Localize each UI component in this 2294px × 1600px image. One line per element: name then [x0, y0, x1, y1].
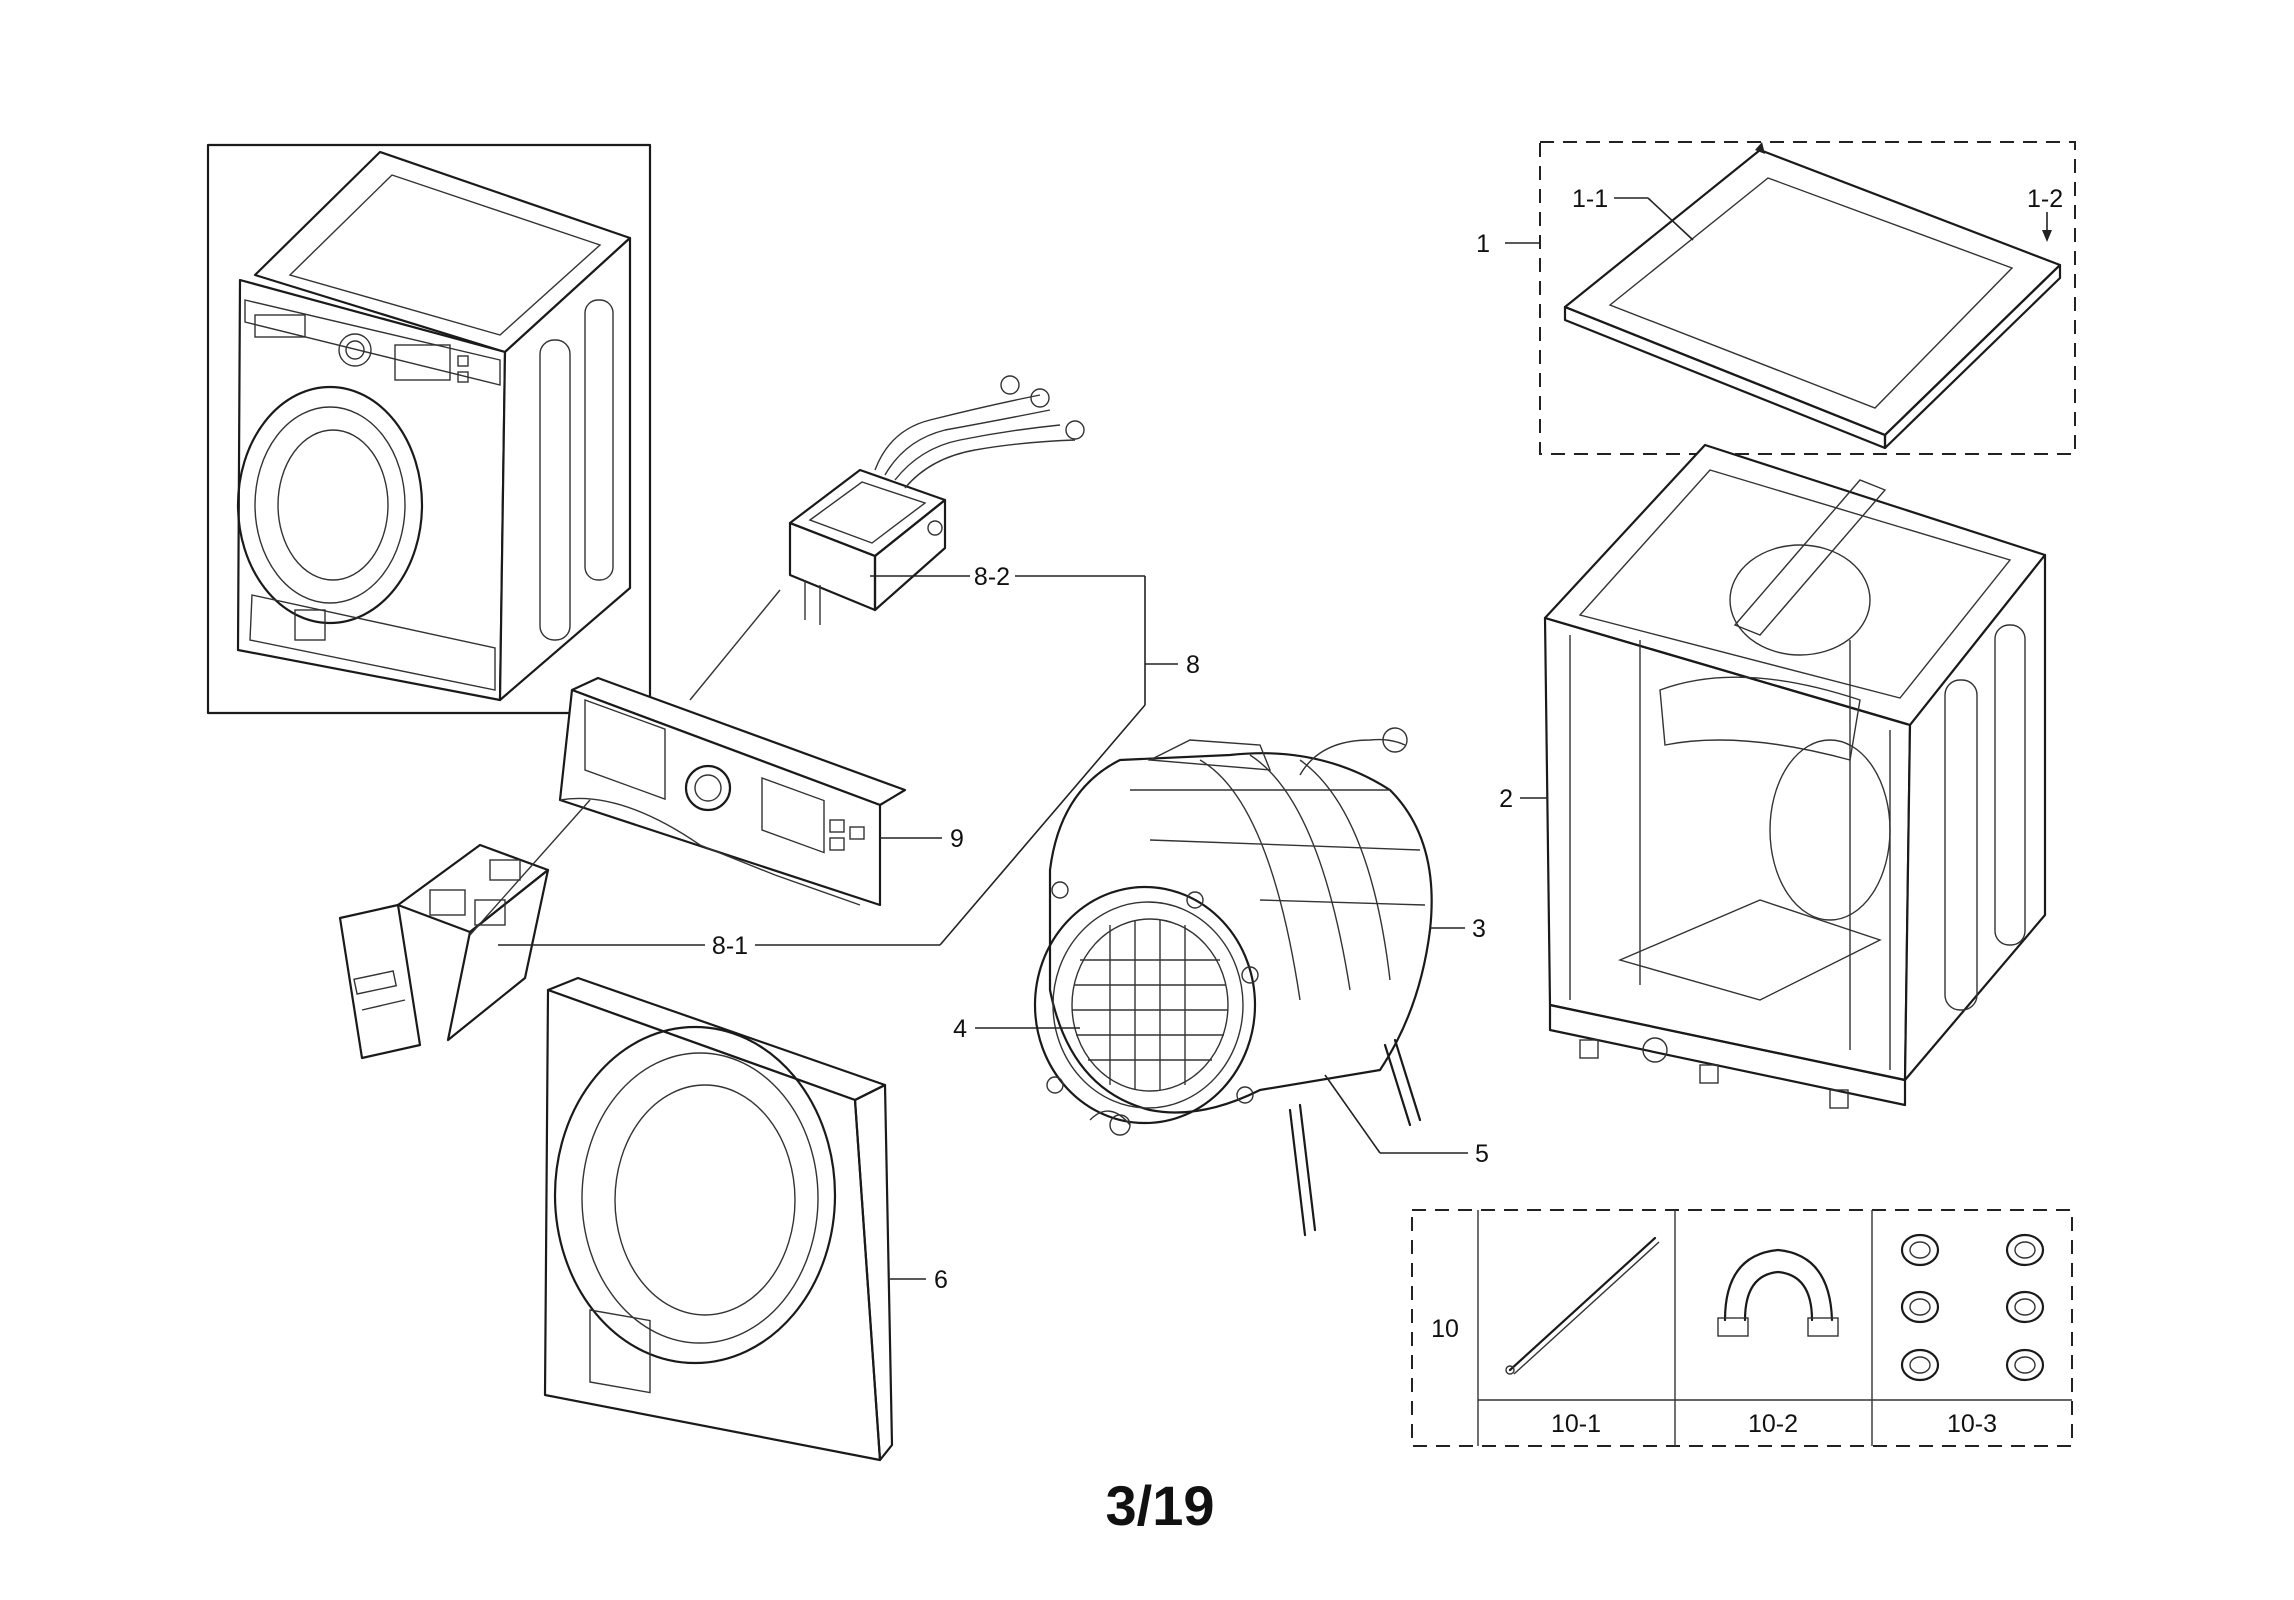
callout-6: 6 — [934, 1266, 948, 1294]
callout-1-2: 1-2 — [2027, 185, 2063, 213]
callout-2: 2 — [1499, 785, 1513, 813]
callout-1-1: 1-1 — [1572, 185, 1608, 213]
callout-3: 3 — [1472, 915, 1486, 943]
top-cover-assembly — [1505, 141, 2076, 455]
callout-labels: 1 1-1 1-2 2 3 4 5 6 8 8-1 8-2 9 10 10-1 … — [712, 185, 2063, 1438]
callout-9: 9 — [950, 825, 964, 853]
pcb-and-harness — [788, 375, 1145, 625]
bracket-8 — [939, 576, 1178, 946]
page-number: 3/19 — [1106, 1474, 1215, 1537]
callout-10-2: 10-2 — [1748, 1410, 1798, 1438]
callout-5: 5 — [1475, 1140, 1489, 1168]
front-panel — [543, 976, 926, 1462]
assembled-washer-overview — [206, 143, 652, 715]
detergent-drawer — [338, 843, 940, 1060]
callout-8-2: 8-2 — [974, 563, 1010, 591]
callout-10-3: 10-3 — [1947, 1410, 1997, 1438]
callout-8-1: 8-1 — [712, 932, 748, 960]
callout-1: 1 — [1476, 230, 1490, 258]
cap-icons — [1900, 1233, 2045, 1382]
callout-4: 4 — [953, 1015, 967, 1043]
callout-10-1: 10-1 — [1551, 1410, 1601, 1438]
accessories-box — [1411, 1209, 2073, 1447]
cabinet — [1520, 443, 2047, 1109]
control-panel — [469, 589, 942, 936]
callout-8: 8 — [1186, 651, 1200, 679]
drum-mesh — [1072, 920, 1228, 1090]
callout-10: 10 — [1431, 1315, 1459, 1343]
tub-assembly — [975, 727, 1468, 1237]
